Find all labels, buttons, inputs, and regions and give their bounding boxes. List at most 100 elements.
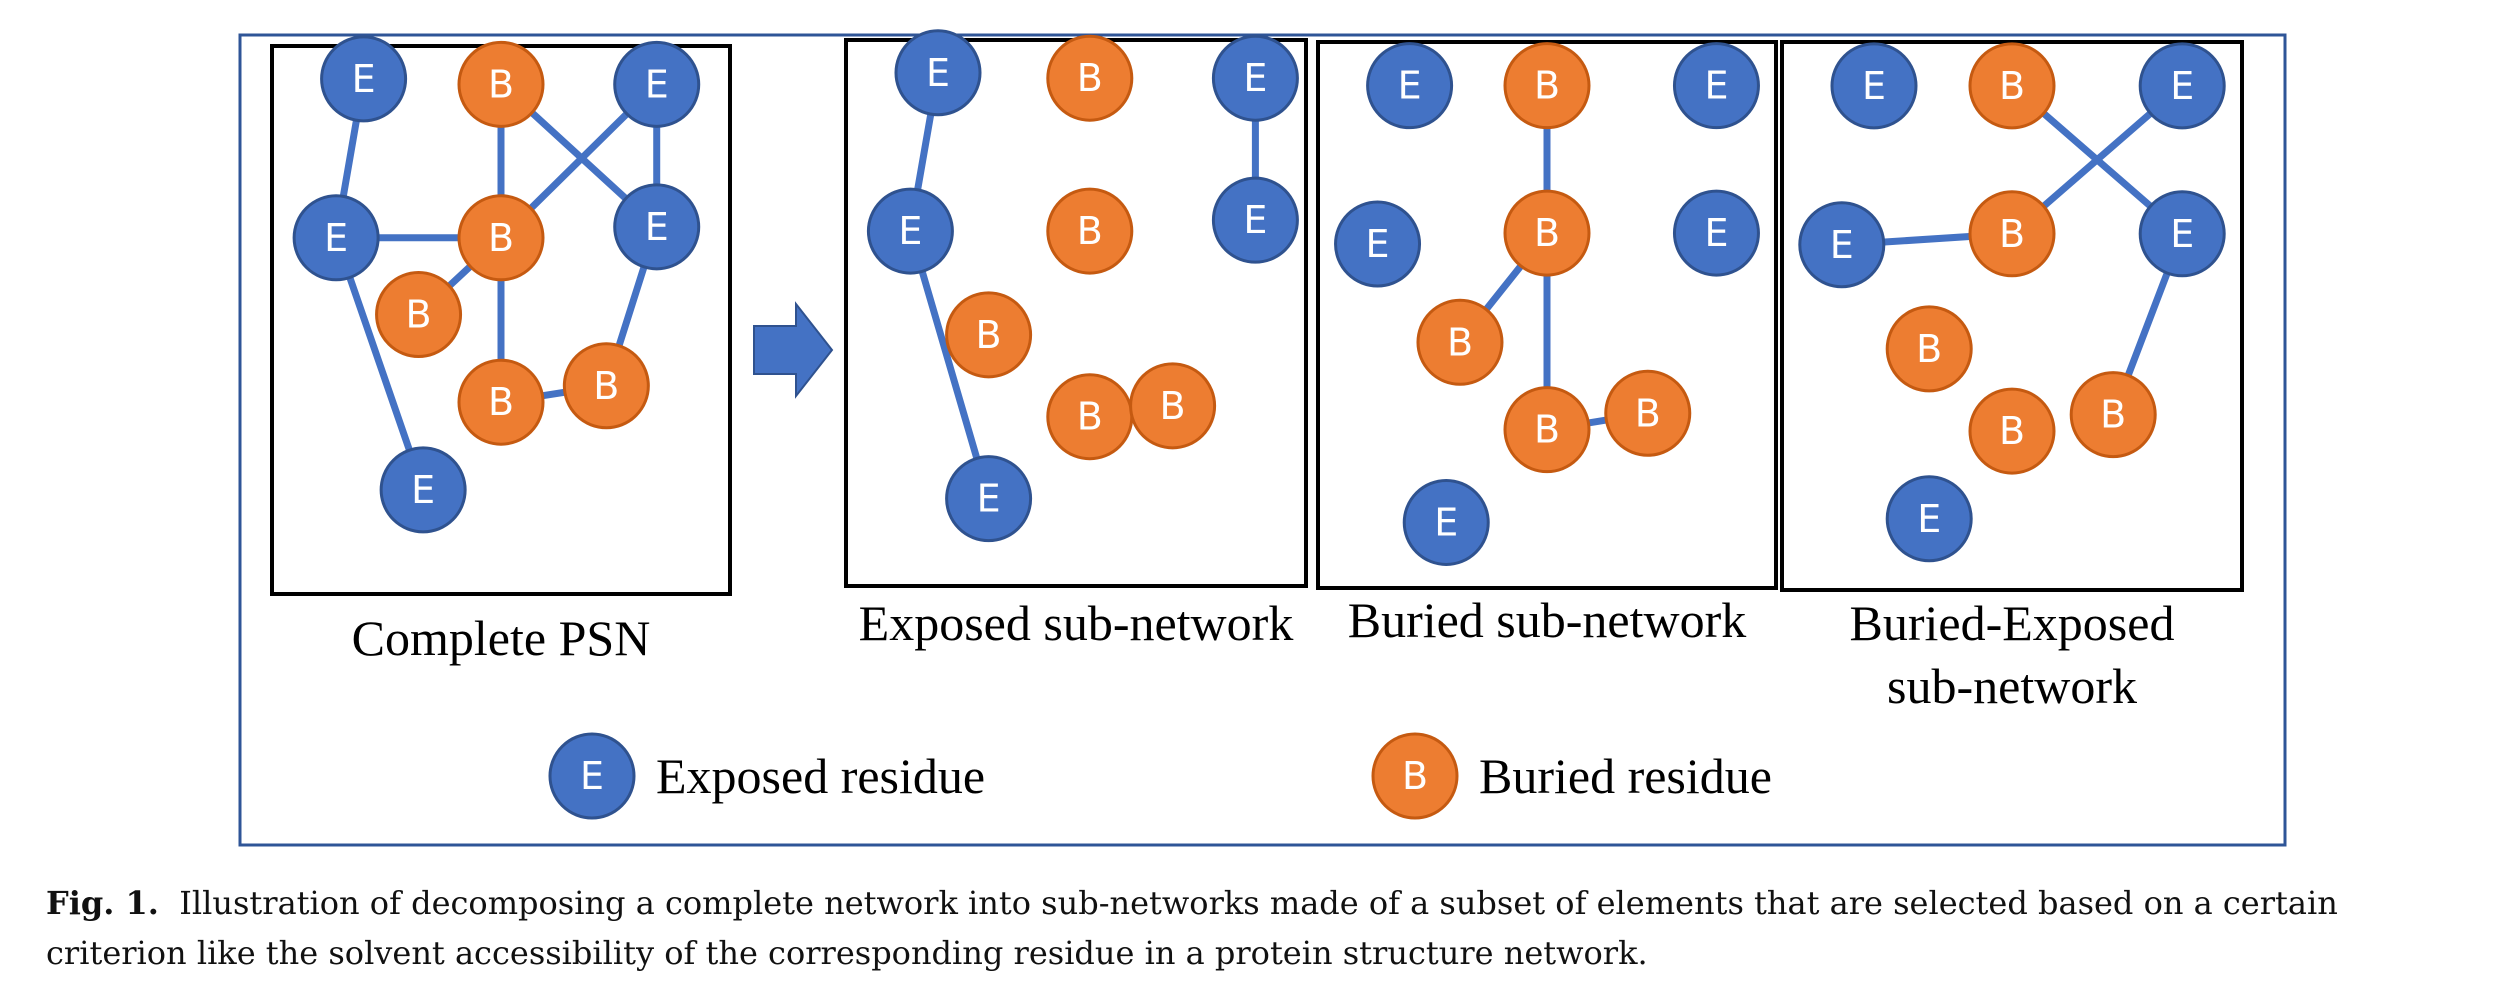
legend-swatch-letter: B bbox=[1402, 754, 1428, 798]
exposed-node: E bbox=[1672, 189, 1760, 277]
exposed-node: E bbox=[2138, 42, 2226, 130]
node-circle bbox=[613, 183, 701, 271]
exposed-node: E bbox=[894, 29, 982, 117]
panel-border bbox=[1316, 40, 1778, 590]
node-label: E bbox=[1704, 211, 1728, 255]
exposed-node: E bbox=[613, 40, 701, 128]
node-circle bbox=[2138, 42, 2226, 130]
exposed-node: E bbox=[1211, 176, 1299, 264]
exposed-node: E bbox=[613, 183, 701, 271]
node-circle bbox=[1672, 189, 1760, 277]
node-label: E bbox=[977, 477, 1001, 521]
node-label: E bbox=[1243, 56, 1267, 100]
node-label: B bbox=[1999, 64, 2025, 108]
node-label: B bbox=[1077, 395, 1103, 439]
panel-border bbox=[844, 38, 1308, 588]
buried-node: B bbox=[1046, 187, 1134, 275]
node-circle bbox=[1503, 189, 1591, 277]
exposed-node: E bbox=[1798, 201, 1886, 289]
figure-caption: Fig. 1. Illustration of decomposing a co… bbox=[46, 878, 2466, 978]
exposed-node: E bbox=[292, 194, 380, 282]
node-label: B bbox=[1999, 212, 2025, 256]
node-circle bbox=[2069, 371, 2157, 459]
panel-title: sub-network bbox=[1887, 658, 2137, 714]
node-circle bbox=[1798, 201, 1886, 289]
node-circle bbox=[1885, 305, 1973, 393]
node-label: E bbox=[2170, 64, 2194, 108]
node-label: E bbox=[898, 209, 922, 253]
node-circle bbox=[457, 194, 545, 282]
node-label: E bbox=[645, 62, 669, 106]
legend-swatch bbox=[1371, 732, 1459, 820]
exposed-node: E bbox=[1334, 200, 1422, 288]
buried-node: B bbox=[1129, 362, 1217, 450]
buried-node: B bbox=[457, 194, 545, 282]
node-circle bbox=[894, 29, 982, 117]
node-circle bbox=[1968, 190, 2056, 278]
node-circle bbox=[613, 40, 701, 128]
buried-node: B bbox=[1046, 34, 1134, 122]
node-label: E bbox=[1830, 223, 1854, 267]
edge bbox=[332, 234, 427, 494]
node-label: B bbox=[488, 62, 514, 106]
node-label: B bbox=[1635, 391, 1661, 435]
node-label: B bbox=[1160, 384, 1186, 428]
buried-node: B bbox=[1503, 386, 1591, 474]
node-label: B bbox=[2100, 393, 2126, 437]
node-circle bbox=[1334, 200, 1422, 288]
caption-text: Illustration of decomposing a complete n… bbox=[46, 884, 2338, 972]
panel-border bbox=[1780, 40, 2244, 592]
exposed-node: E bbox=[866, 187, 954, 275]
buried-node: B bbox=[375, 271, 463, 359]
node-label: E bbox=[1704, 64, 1728, 108]
node-label: B bbox=[1534, 408, 1560, 452]
exposed-node: E bbox=[379, 446, 467, 534]
buried-node: B bbox=[1503, 189, 1591, 277]
buried-node: B bbox=[457, 358, 545, 446]
buried-node: B bbox=[1046, 373, 1134, 461]
exposed-node: E bbox=[320, 35, 408, 123]
buried-node: B bbox=[1968, 42, 2056, 130]
edge bbox=[906, 227, 993, 503]
node-label: E bbox=[1917, 497, 1941, 541]
legend-label: Buried residue bbox=[1479, 748, 1772, 804]
node-label: B bbox=[1534, 211, 1560, 255]
node-circle bbox=[866, 187, 954, 275]
buried-node: B bbox=[2069, 371, 2157, 459]
node-label: B bbox=[1077, 56, 1103, 100]
node-label: E bbox=[1434, 500, 1458, 544]
node-label: B bbox=[1447, 320, 1473, 364]
node-label: E bbox=[1243, 198, 1267, 242]
outer-frame bbox=[238, 33, 2287, 847]
node-label: E bbox=[926, 51, 950, 95]
legend-swatch bbox=[548, 732, 636, 820]
buried-node: B bbox=[562, 342, 650, 430]
buried-node: B bbox=[457, 40, 545, 128]
buried-node: B bbox=[945, 291, 1033, 379]
exposed-node: E bbox=[1672, 42, 1760, 130]
node-label: B bbox=[593, 364, 619, 408]
buried-node: B bbox=[1604, 369, 1692, 457]
legend-label: Exposed residue bbox=[656, 748, 985, 804]
node-circle bbox=[457, 358, 545, 446]
node-circle bbox=[1211, 176, 1299, 264]
node-label: B bbox=[488, 216, 514, 260]
node-circle bbox=[1672, 42, 1760, 130]
node-label: E bbox=[324, 216, 348, 260]
panel-title: Buried sub-network bbox=[1348, 592, 1747, 648]
node-circle bbox=[375, 271, 463, 359]
node-circle bbox=[1402, 478, 1490, 566]
exposed-node: E bbox=[1402, 478, 1490, 566]
node-circle bbox=[320, 35, 408, 123]
node-circle bbox=[945, 291, 1033, 379]
buried-node: B bbox=[1416, 298, 1504, 386]
node-label: E bbox=[1398, 64, 1422, 108]
node-circle bbox=[1046, 187, 1134, 275]
node-label: B bbox=[1916, 327, 1942, 371]
exposed-node: E bbox=[1211, 34, 1299, 122]
node-circle bbox=[1503, 386, 1591, 474]
